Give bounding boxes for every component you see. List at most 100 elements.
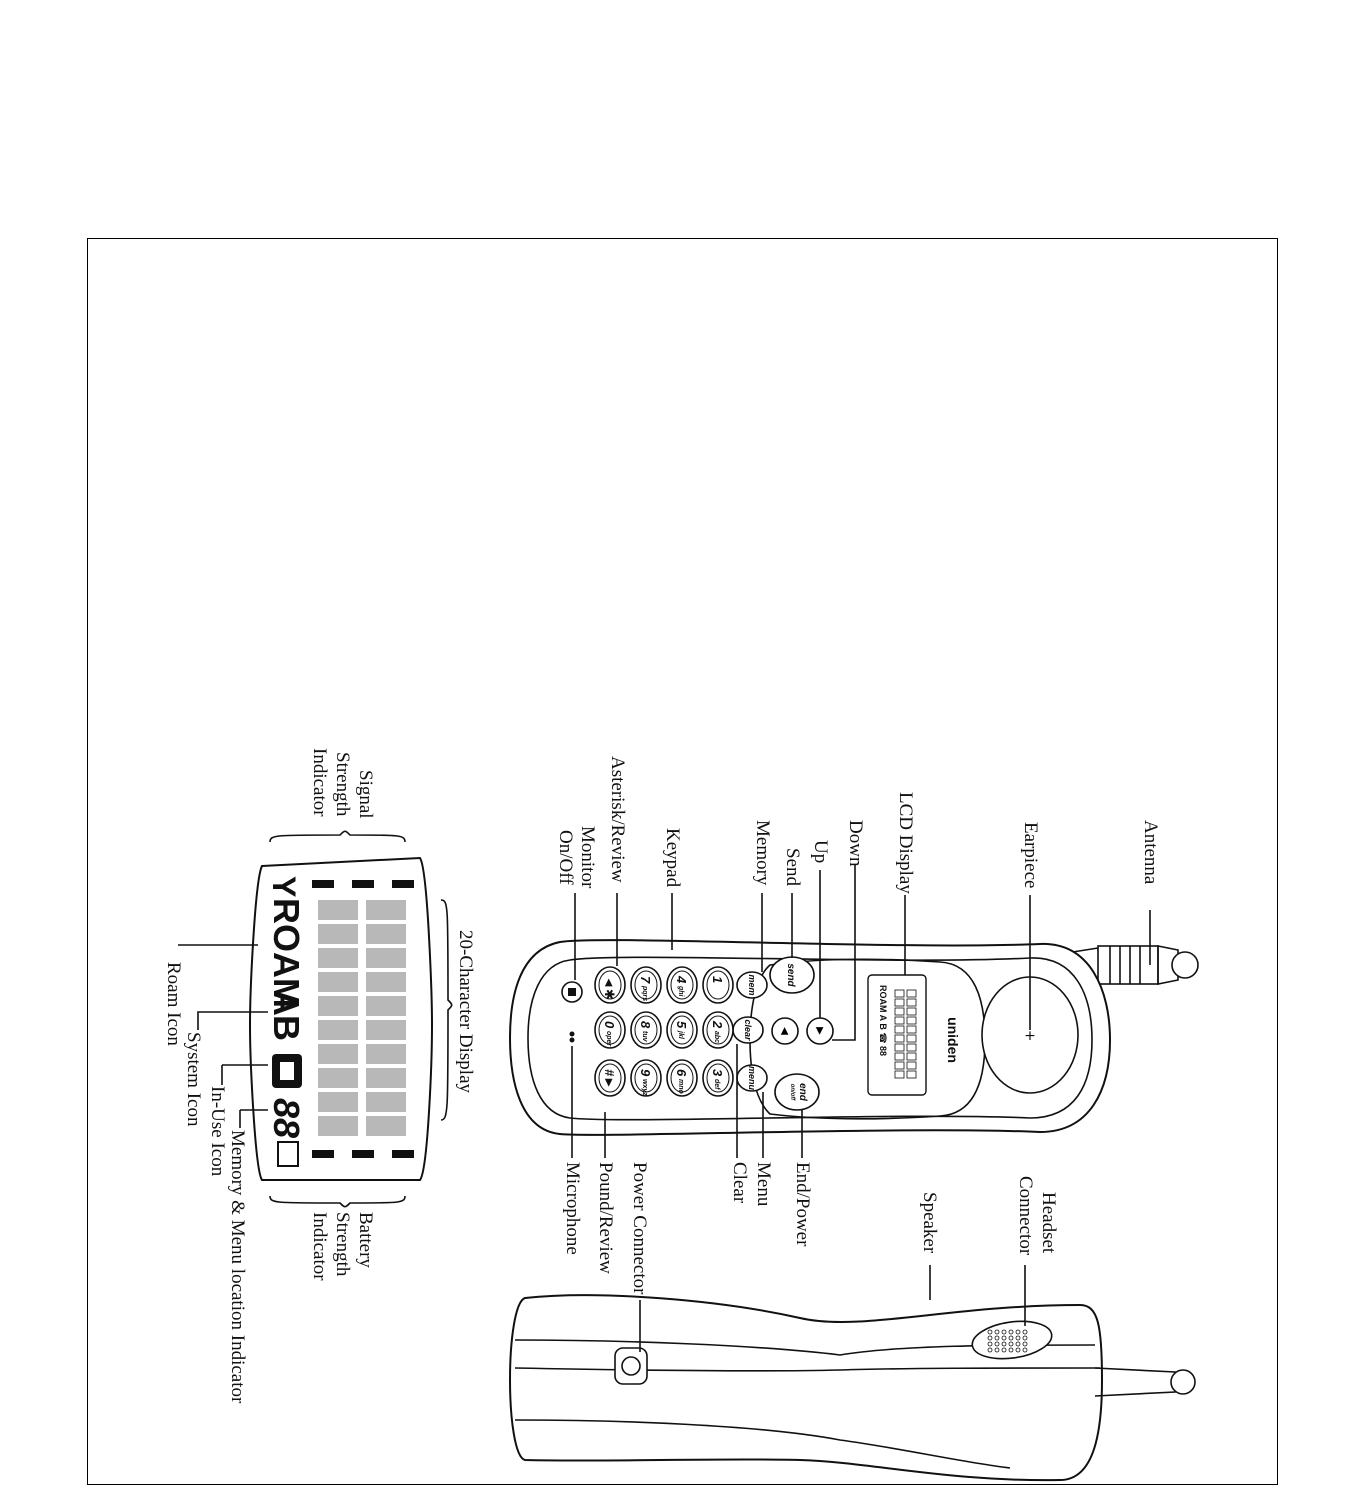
keypad-key[interactable]: 1	[702, 966, 734, 1004]
battery-segment	[312, 1150, 334, 1158]
power-connector	[614, 1347, 648, 1385]
lcd-char-cell	[366, 924, 406, 944]
lcd-system-b: B	[266, 1015, 307, 1041]
label-send: Send	[782, 848, 803, 887]
keypad-key[interactable]: ◄✱	[594, 966, 626, 1004]
mini-lcd-cell	[894, 1052, 905, 1061]
svg-text:▶: ▶	[814, 1027, 825, 1035]
phone-side-view	[509, 1294, 1196, 1482]
keypad-key-label: 0	[602, 1021, 617, 1029]
mini-lcd-cell	[906, 1061, 917, 1070]
keypad-key-letters: jkl	[677, 1030, 684, 1040]
keypad-key-letters: abc	[713, 1031, 720, 1043]
label-speaker: Speaker	[919, 1192, 940, 1254]
lcd-char-cell	[366, 1068, 406, 1088]
clear-key-label: clear	[743, 1019, 753, 1041]
keypad-key[interactable]: #►	[594, 1059, 626, 1097]
keypad-key-letters: def	[713, 1079, 720, 1090]
lcd-char-cell	[366, 900, 406, 920]
mini-lcd-cell	[906, 989, 917, 998]
mini-lcd-cell	[894, 989, 905, 998]
signal-segment	[352, 880, 374, 888]
display-bracket	[440, 899, 453, 1121]
label-signal-3: Indicator	[309, 748, 330, 817]
keypad-key-letters: mno	[677, 1079, 684, 1095]
lcd-char-cell	[366, 948, 406, 968]
mini-lcd-cell	[894, 1070, 905, 1079]
label-monitor-2: On/Off	[555, 830, 576, 885]
label-end-power: End/Power	[792, 1162, 813, 1247]
lcd-memory-digits: 88	[266, 1098, 307, 1138]
up-key[interactable]: ◀	[771, 1017, 799, 1045]
label-system-icon: System Icon	[183, 1032, 204, 1127]
label-memory: Memory	[752, 820, 773, 886]
side-body	[509, 1294, 1104, 1482]
end-key-sublabel: on/off	[789, 1084, 795, 1102]
brand-logo: uniden	[945, 1017, 961, 1063]
label-headset-1: Headset	[1038, 1192, 1059, 1254]
lcd-char-cell	[318, 948, 358, 968]
label-pound-review: Pound/Review	[595, 1162, 616, 1274]
lcd-char-cell	[318, 996, 358, 1016]
keypad-key-label: 3	[710, 1069, 725, 1077]
keypad-key-label: 2	[710, 1020, 725, 1029]
end-key-label: end	[797, 1083, 808, 1102]
mini-lcd-cell	[906, 1016, 917, 1025]
end-key[interactable]: end on/off	[774, 1073, 820, 1111]
lcd-char-cell	[318, 900, 358, 920]
send-key[interactable]: send	[769, 956, 815, 994]
label-in-use-icon: In-Use Icon	[207, 1086, 228, 1177]
keypad-key-letters: tuv	[641, 1031, 648, 1043]
keypad-key-label: 9	[638, 1069, 653, 1077]
lcd-roam: ROAM	[266, 898, 307, 1008]
mini-lcd: ROAM A B ☎ 88	[867, 974, 927, 1096]
lcd-system-a: A	[266, 990, 307, 1016]
label-memory-menu-location: Memory & Menu location Indicator	[227, 1130, 248, 1404]
keypad-key-letters: oper	[605, 1031, 612, 1047]
down-key[interactable]: ▶	[806, 1017, 834, 1045]
keypad-key[interactable]: 2 abc	[702, 1011, 734, 1049]
antenna	[1059, 945, 1199, 985]
label-down: Down	[845, 820, 866, 867]
signal-segment	[392, 880, 414, 888]
large-lcd: Y ROAM A B 88	[248, 856, 434, 1181]
mini-lcd-cell	[894, 1007, 905, 1016]
label-roam-icon: Roam Icon	[163, 962, 184, 1046]
mini-lcd-cell	[894, 998, 905, 1007]
keypad-key-letters: wxyz	[641, 1079, 648, 1096]
keypad-key[interactable]: 9 wxyz	[630, 1059, 662, 1097]
mini-lcd-cell	[906, 1043, 917, 1052]
monitor-key[interactable]	[561, 981, 583, 1003]
keypad-key-label: 6	[674, 1069, 689, 1077]
label-antenna: Antenna	[1140, 820, 1161, 885]
menu-key[interactable]: menu	[736, 1064, 768, 1092]
leader-lines	[178, 865, 1151, 1352]
lcd-char-cell	[318, 1092, 358, 1112]
keypad-key[interactable]: 8 tuv	[630, 1011, 662, 1049]
keypad-key[interactable]: 3 def	[702, 1059, 734, 1097]
clear-key[interactable]: clear	[732, 1016, 764, 1044]
label-power-connector: Power Connector	[629, 1162, 650, 1295]
battery-bracket	[269, 1195, 406, 1208]
label-signal-2: Strength	[332, 752, 353, 817]
keypad-key-label: ◄✱	[602, 976, 617, 1000]
label-menu: Menu	[753, 1162, 774, 1207]
mem-key[interactable]: mem	[736, 971, 768, 999]
lcd-char-cell	[318, 972, 358, 992]
lcd-char-cell	[366, 1092, 406, 1112]
keypad-key[interactable]: 6 mno	[666, 1059, 698, 1097]
label-microphone: Microphone	[562, 1162, 583, 1255]
battery-segment	[392, 1150, 414, 1158]
keypad-key-label: 8	[638, 1021, 653, 1029]
label-signal-1: Signal	[355, 770, 376, 819]
mini-lcd-cell	[906, 998, 917, 1007]
keypad-key[interactable]: 0 oper	[594, 1011, 626, 1049]
mini-lcd-cell	[894, 1034, 905, 1043]
label-keypad: Keypad	[662, 828, 683, 888]
mini-lcd-cell	[906, 1007, 917, 1016]
